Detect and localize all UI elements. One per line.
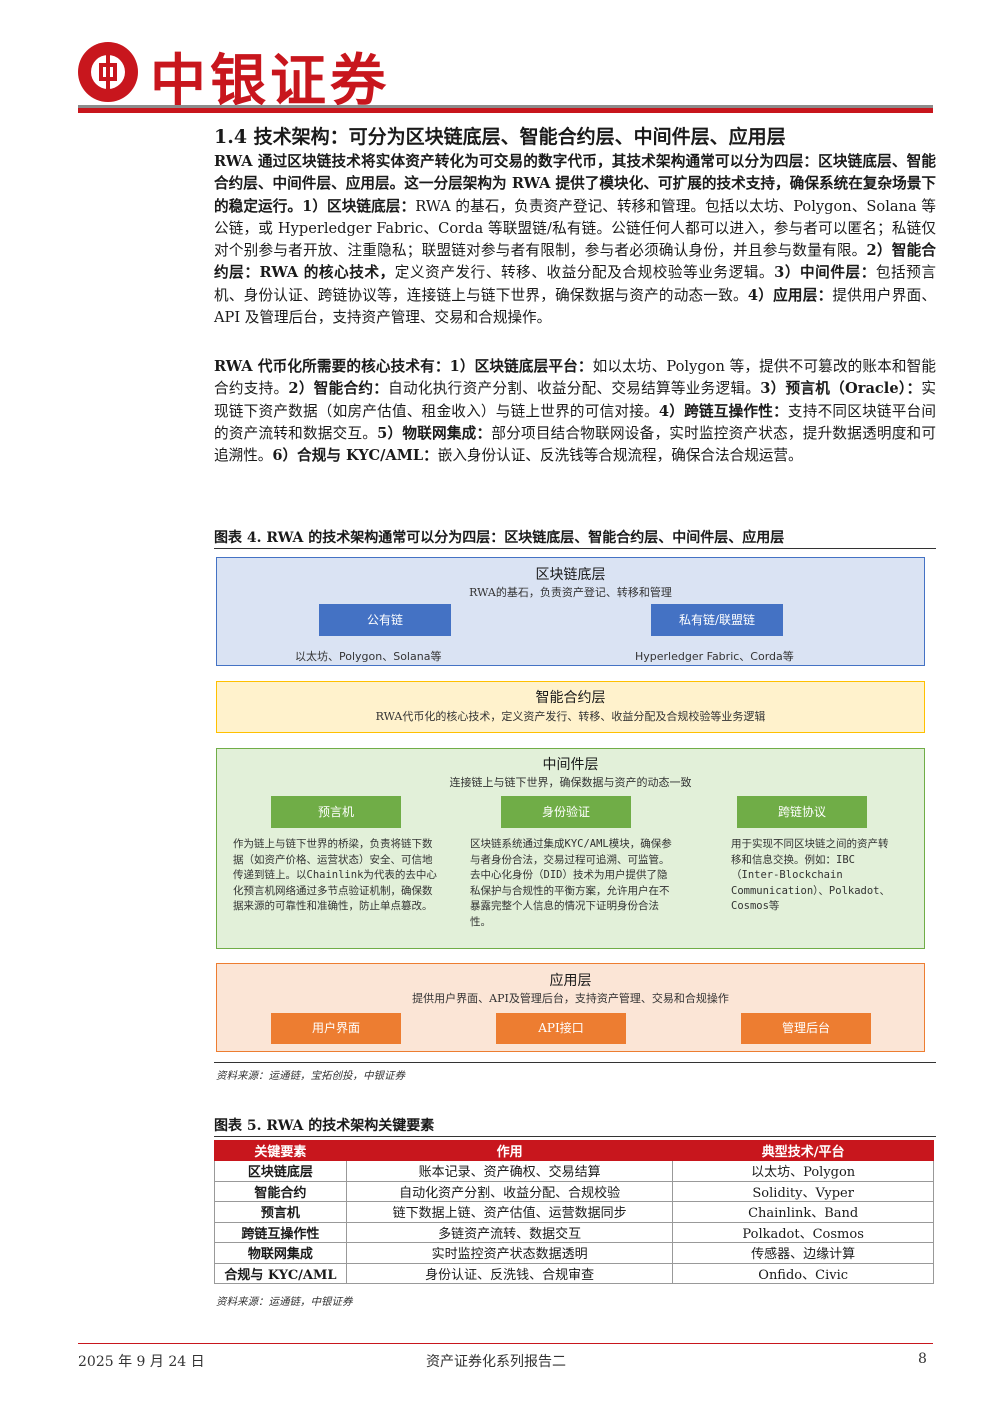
key-elements-table: 关键要素 作用 典型技术/平台 区块链底层账本记录、资产确权、交易结算以太坊、P… — [214, 1140, 934, 1284]
table-cell: Chainlink、Band — [672, 1201, 934, 1223]
text-segment: 包括预言机、身份认证、跨链协议等，连接链上与链下世界，确保数据与资产的动态一致。 — [214, 264, 936, 304]
bank-logo-icon — [78, 42, 138, 102]
table-cell: 多链资产流转、数据交互 — [345, 1221, 674, 1243]
identity-button: 身份验证 — [501, 796, 631, 828]
table-cell: 预言机 — [214, 1201, 347, 1223]
figure4-bottom-rule — [214, 1062, 936, 1063]
table-header-cell: 典型技术/平台 — [672, 1140, 934, 1161]
table-cell: Solidity、Vyper — [672, 1180, 934, 1202]
figure5-source: 资料来源：运通链，中银证券 — [216, 1296, 353, 1308]
crosschain-description: 用于实现不同区块链之间的资产转移和信息交换。例如：IBC（Inter-Block… — [731, 838, 891, 913]
identity-description: 区块链系统通过集成KYC/AML模块，确保参与者身份合法，交易过程可追溯、可监管… — [470, 838, 672, 928]
figure4-title: 图表 4. RWA 的技术架构通常可以分为四层：区块链底层、智能合约层、中间件层… — [214, 530, 785, 546]
layer-smart-contract-subtitle: RWA代币化的核心技术，定义资产发行、转移、收益分配及合规校验等业务逻辑 — [375, 710, 766, 723]
footer-divider — [78, 1343, 933, 1344]
table-header-cell: 作用 — [345, 1140, 674, 1161]
bold-text-segment: 5）物联网集成： — [377, 424, 492, 442]
oracle-button: 预言机 — [271, 796, 401, 828]
text-segment: 自动化执行资产分割、收益分配、交易结算等业务逻辑。 — [388, 380, 761, 398]
paragraph-architecture: RWA 通过区块链技术将实体资产转化为可交易的数字代币，其技术架构通常可以分为四… — [214, 151, 936, 329]
table-cell: Polkadot、Cosmos — [672, 1221, 934, 1243]
table-cell: 区块链底层 — [214, 1160, 347, 1182]
table-cell: 账本记录、资产确权、交易结算 — [345, 1160, 674, 1182]
bold-text-segment: 4）应用层： — [747, 286, 833, 304]
brand-name: 中银证券 — [150, 49, 390, 114]
crosschain-button: 跨链协议 — [737, 796, 867, 828]
text-segment: 实现链下资产数据（如房产估值、租金收入）与链上世界的可信对接。 — [214, 380, 936, 420]
oracle-description: 作为链上与链下世界的桥梁，负责将链下数据（如资产价格、运营状态）安全、可信地传递… — [233, 838, 437, 913]
table-cell: 智能合约 — [214, 1180, 347, 1202]
section-heading: 1.4 技术架构：可分为区块链底层、智能合约层、中间件层、应用层 — [214, 126, 786, 148]
table-cell: 身份认证、反洗钱、合规审查 — [345, 1262, 674, 1284]
private-chain-button: 私有链/联盟链 — [651, 604, 783, 636]
table-cell: 物联网集成 — [214, 1242, 347, 1264]
figure4-top-rule — [214, 548, 936, 549]
text-segment: 嵌入身份认证、反洗钱等合规流程，确保合法合规运营。 — [437, 447, 803, 465]
table-cell: 链下数据上链、资产估值、运营数据同步 — [345, 1201, 674, 1223]
api-button: API接口 — [496, 1013, 626, 1044]
bold-text-segment: 2）智能合约层：RWA 的核心技术， — [214, 242, 936, 282]
admin-button: 管理后台 — [741, 1013, 871, 1044]
layer-middleware-subtitle: 连接链上与链下世界，确保数据与资产的动态一致 — [449, 776, 692, 789]
table-cell: 跨链互操作性 — [214, 1221, 347, 1243]
footer-page-number: 8 — [918, 1351, 927, 1367]
layer-blockchain-subtitle: RWA的基石，负责资产登记、转移和管理 — [469, 586, 672, 599]
table-cell: 以太坊、Polygon — [672, 1160, 934, 1182]
layer-application-title: 应用层 — [549, 973, 592, 989]
layer-smart-contract: 智能合约层 RWA代币化的核心技术，定义资产发行、转移、收益分配及合规校验等业务… — [216, 681, 925, 733]
text-segment: RWA 的基石，负责资产登记、转移和管理。包括以太坊、Polygon、Solan… — [214, 197, 937, 260]
table-cell: 自动化资产分割、收益分配、合规校验 — [345, 1180, 674, 1202]
table-header-row: 关键要素 作用 典型技术/平台 — [214, 1140, 934, 1161]
layer-blockchain-title: 区块链底层 — [535, 567, 606, 583]
bold-text-segment: RWA 代币化所需要的核心技术有：1）区块链底层平台： — [214, 358, 593, 375]
bold-text-segment: 3）中间件层： — [774, 264, 876, 282]
layer-middleware: 中间件层 连接链上与链下世界，确保数据与资产的动态一致 预言机 身份验证 跨链协… — [216, 748, 925, 949]
table-row: 物联网集成实时监控资产状态数据透明传感器、边缘计算 — [214, 1242, 934, 1264]
bold-text-segment: 2）智能合约： — [288, 380, 389, 398]
footer-date: 2025 年 9 月 24 日 — [78, 1354, 205, 1370]
header-divider — [78, 105, 933, 108]
text-segment: 如以太坊、Polygon 等，提供不可篡改的账本和智能合约支持。 — [214, 358, 936, 398]
layer-application: 应用层 提供用户界面、API及管理后台，支持资产管理、交易和合规操作 用户界面 … — [216, 963, 925, 1052]
figure4-source: 资料来源：运通链，宝拓创投，中银证券 — [216, 1070, 405, 1082]
public-chain-button: 公有链 — [319, 604, 451, 636]
text-segment: 定义资产发行、转移、收益分配及合规校验等业务逻辑。 — [394, 264, 775, 282]
table-cell: 传感器、边缘计算 — [672, 1242, 934, 1264]
header-divider-red — [78, 108, 933, 113]
bold-text-segment: RWA 通过区块链技术将实体资产转化为可交易的数字代币，其技术架构通常可以分为四… — [214, 153, 936, 215]
bold-text-segment: 6）合规与 KYC/AML： — [272, 447, 438, 465]
table-cell: Onfido、Civic — [672, 1262, 934, 1284]
layer-middleware-title: 中间件层 — [542, 757, 599, 773]
table-row: 区块链底层账本记录、资产确权、交易结算以太坊、Polygon — [214, 1160, 934, 1182]
figure5-top-rule — [214, 1136, 936, 1137]
layer-smart-contract-title: 智能合约层 — [535, 690, 606, 706]
bold-text-segment: 4）跨链互操作性： — [658, 402, 788, 420]
text-segment: 支持不同区块链平台间的资产流转和数据交互。 — [214, 402, 936, 442]
public-chain-note: 以太坊、Polygon、Solana等 — [295, 650, 442, 663]
figure5-title: 图表 5. RWA 的技术架构关键要素 — [214, 1118, 435, 1134]
layer-blockchain: 区块链底层 RWA的基石，负责资产登记、转移和管理 公有链 私有链/联盟链 以太… — [216, 557, 925, 666]
table-cell: 合规与 KYC/AML — [214, 1262, 347, 1284]
bold-text-segment: 3）预言机（Oracle）： — [760, 380, 922, 398]
paragraph-core-tech: RWA 代币化所需要的核心技术有：1）区块链底层平台：如以太坊、Polygon … — [214, 356, 936, 467]
table-cell: 实时监控资产状态数据透明 — [345, 1242, 674, 1264]
user-interface-button: 用户界面 — [271, 1013, 401, 1044]
text-segment: 提供用户界面、API 及管理后台，支持资产管理、交易和合规操作。 — [214, 286, 936, 327]
footer-series: 资产证券化系列报告二 — [426, 1354, 566, 1370]
private-chain-note: Hyperledger Fabric、Corda等 — [635, 650, 794, 663]
table-header-cell: 关键要素 — [214, 1140, 347, 1161]
layer-application-subtitle: 提供用户界面、API及管理后台，支持资产管理、交易和合规操作 — [412, 992, 729, 1005]
text-segment: 部分项目结合物联网设备，实时监控资产状态，提升数据透明度和可追溯性。 — [214, 424, 936, 465]
